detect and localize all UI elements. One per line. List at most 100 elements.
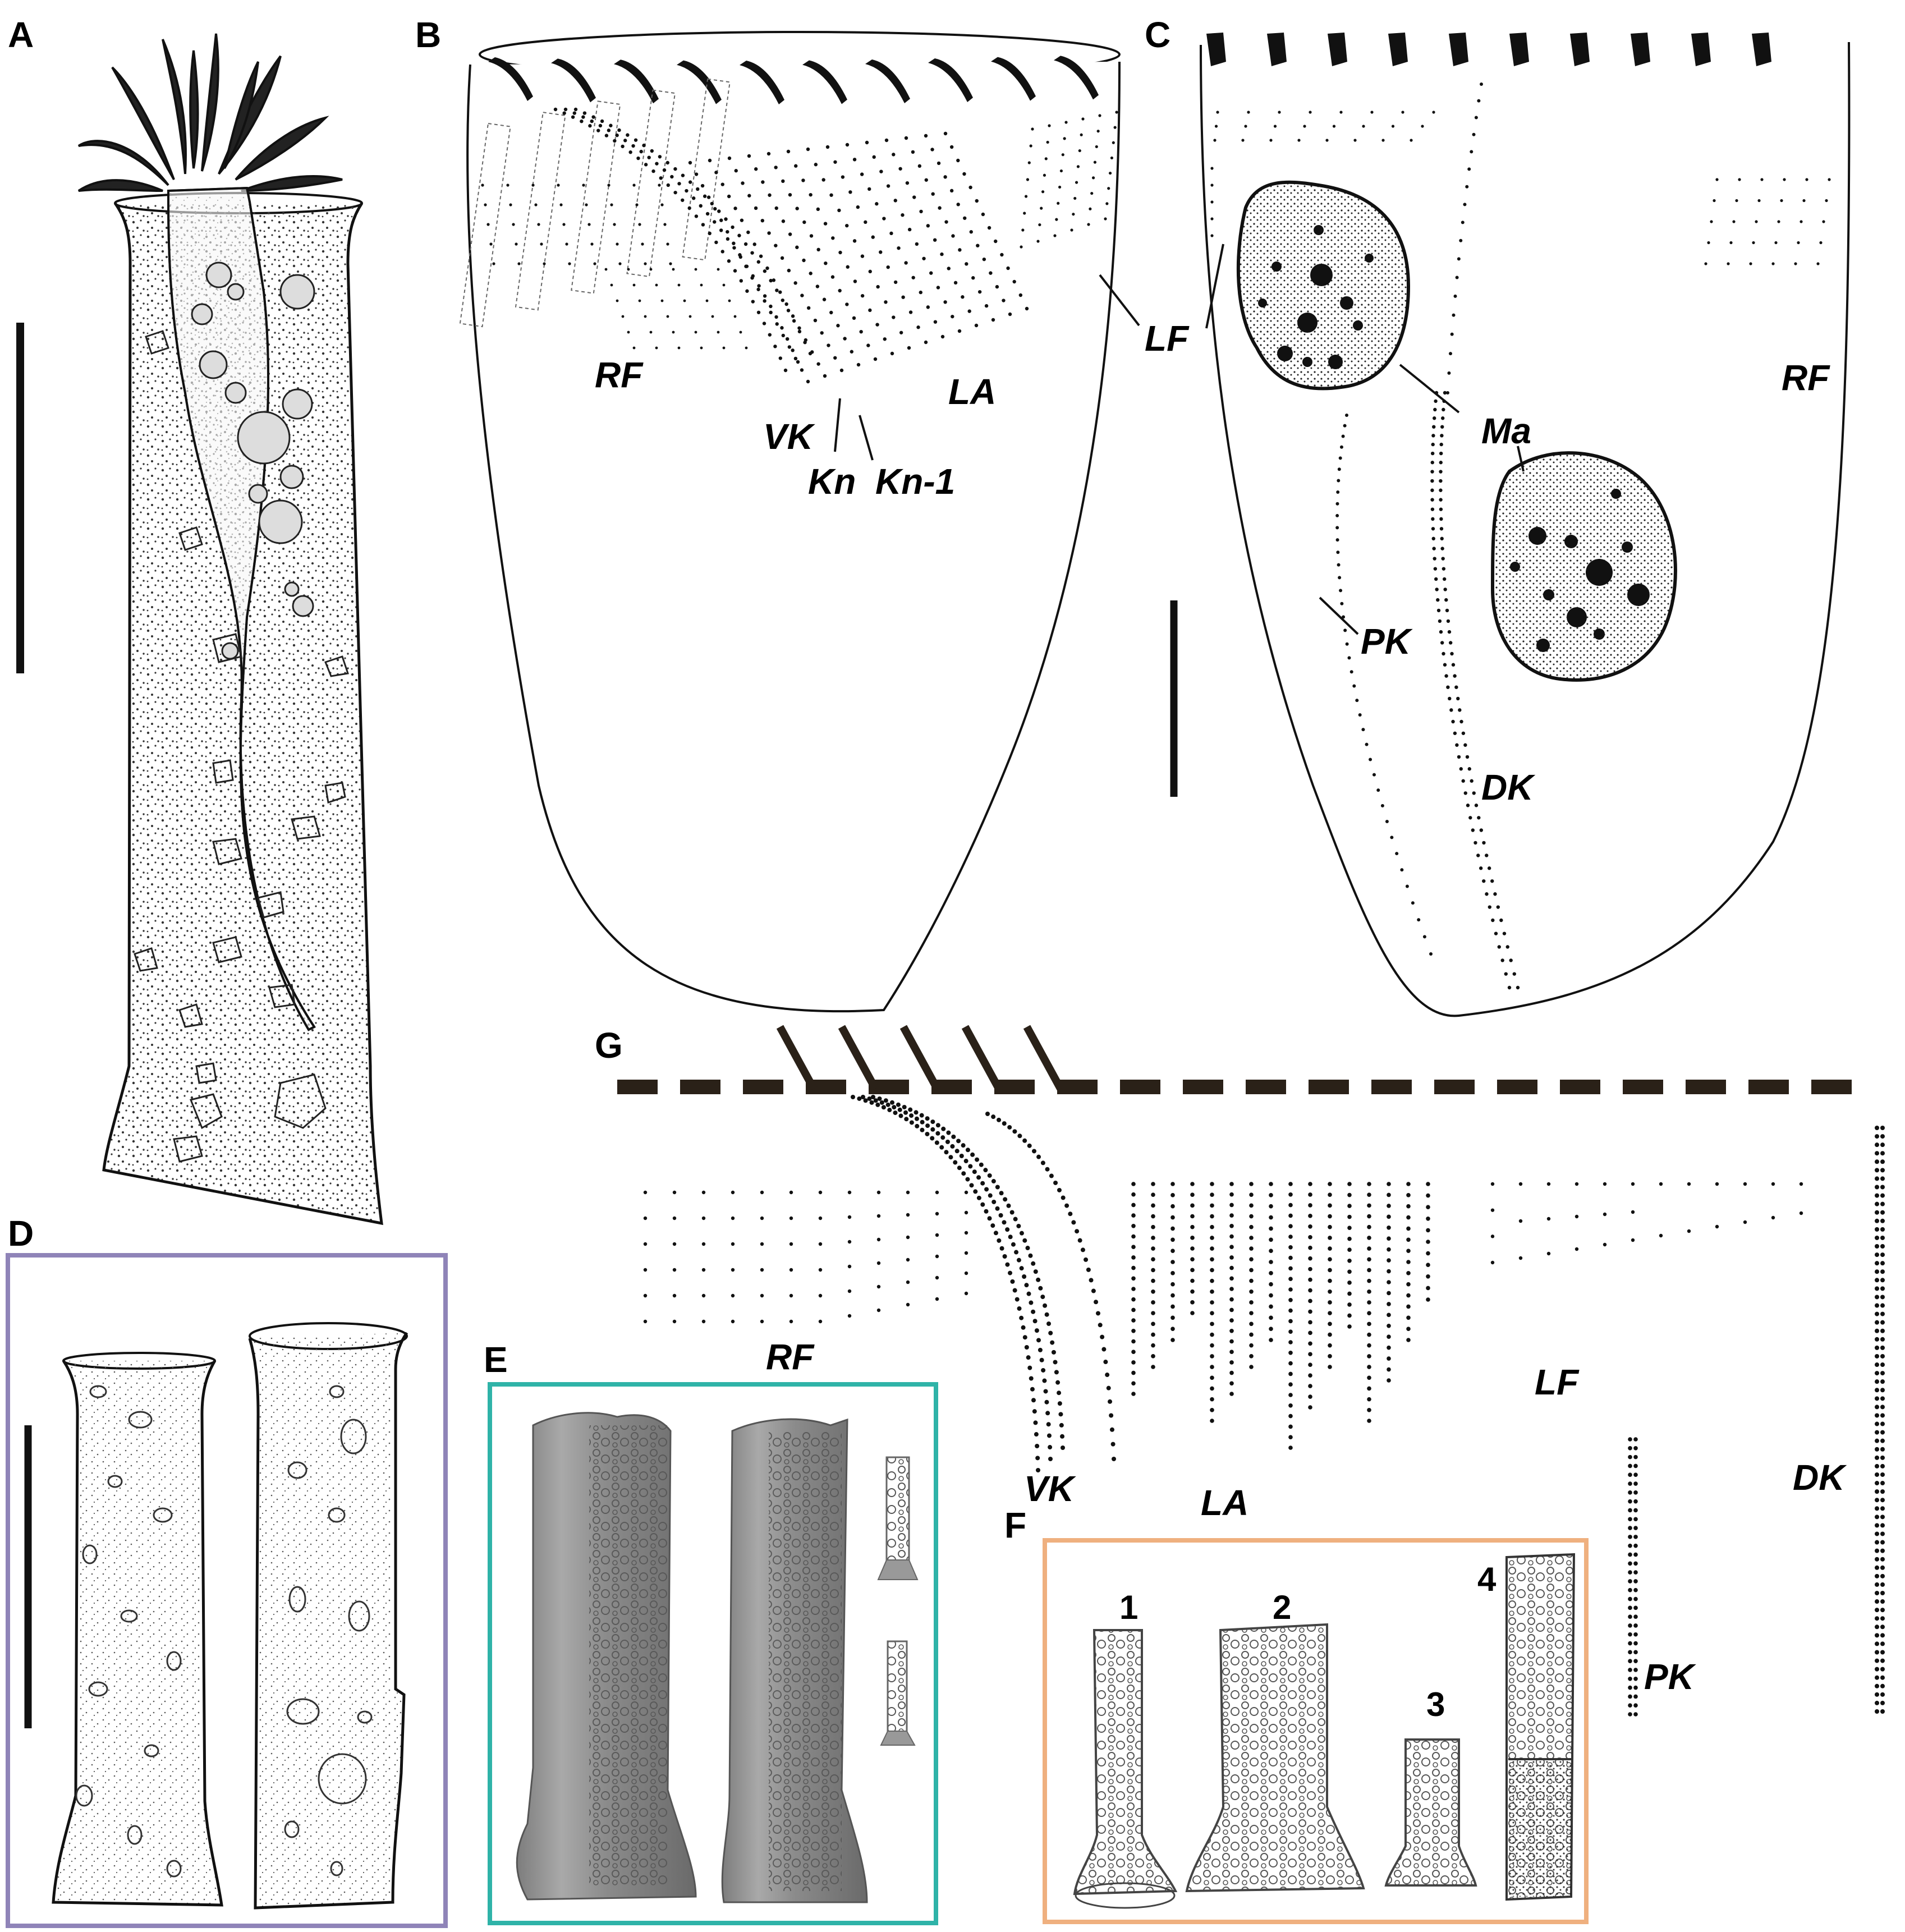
lorica-f2-number: 2 bbox=[1273, 1589, 1291, 1626]
panel-label-e: E bbox=[484, 1339, 508, 1380]
panel-label-c: C bbox=[1145, 15, 1170, 55]
frame-f bbox=[1043, 1538, 1589, 1924]
label-pk-c: PK bbox=[1361, 621, 1413, 662]
band-segment-g bbox=[1120, 1080, 1160, 1094]
band-segment-g bbox=[1057, 1080, 1098, 1094]
membranelle-c bbox=[1570, 33, 1590, 66]
lorica-photo-1 bbox=[516, 1412, 697, 1901]
paroral-membranelles-g bbox=[776, 1025, 1064, 1091]
panel-a: A bbox=[8, 15, 383, 1226]
macronucleus-1 bbox=[1236, 180, 1411, 391]
label-rf-c: RF bbox=[1782, 357, 1830, 398]
lorica-f1: 1 bbox=[1073, 1589, 1178, 1909]
label-rf-b: RF bbox=[595, 355, 644, 395]
membranelle-b bbox=[614, 59, 659, 104]
membranelle-c bbox=[1328, 33, 1347, 66]
membranelle-b bbox=[865, 59, 910, 104]
band-segment-g bbox=[1434, 1080, 1475, 1094]
membranelle-c bbox=[1206, 33, 1226, 66]
adoral-membranelles-b bbox=[459, 56, 1099, 328]
label-dk-c: DK bbox=[1481, 767, 1536, 807]
panel-label-g: G bbox=[595, 1025, 623, 1066]
lorica-f1-number: 1 bbox=[1119, 1589, 1138, 1626]
label-kn-b: Kn bbox=[808, 461, 856, 502]
adoral-membranelles-c bbox=[1206, 33, 1771, 66]
band-segment-g bbox=[743, 1080, 783, 1094]
lorica-particles-d bbox=[75, 1385, 373, 1878]
membranelle-b bbox=[928, 58, 973, 103]
membranelle-b bbox=[802, 60, 847, 104]
panel-b: B RF LA VK Kn Kn-1 LF bbox=[415, 15, 1190, 1013]
paroral-outline-b bbox=[459, 122, 511, 328]
membranelle-c bbox=[1691, 33, 1711, 66]
oral-cilia-crown bbox=[77, 33, 343, 192]
band-segment-g bbox=[1497, 1080, 1537, 1094]
frame-e bbox=[488, 1382, 938, 1925]
label-kn1-b: Kn-1 bbox=[875, 461, 955, 502]
paroral-outline-b bbox=[682, 78, 731, 261]
lorica-f4-number: 4 bbox=[1477, 1561, 1497, 1598]
membranelle-c bbox=[1388, 33, 1408, 66]
band-segment-g bbox=[1560, 1080, 1600, 1094]
label-la-b: LA bbox=[948, 371, 996, 412]
band-segment-g bbox=[1183, 1080, 1223, 1094]
band-segment-g bbox=[1811, 1080, 1852, 1094]
membranelle-b bbox=[991, 57, 1036, 101]
zooid-body-overlay bbox=[167, 186, 316, 1031]
membranelle-b bbox=[740, 60, 784, 104]
membranelle-c bbox=[1631, 33, 1650, 66]
lorica-photo-2 bbox=[721, 1418, 868, 1903]
band-segment-g bbox=[1686, 1080, 1726, 1094]
panel-e: E bbox=[484, 1339, 938, 1925]
membranelle-b bbox=[677, 60, 722, 104]
panel-label-f: F bbox=[1004, 1505, 1026, 1545]
pointer-lines-b bbox=[834, 274, 1140, 461]
band-segment-g bbox=[680, 1080, 720, 1094]
label-la-g: LA bbox=[1201, 1483, 1248, 1523]
lorica-f2: 2 bbox=[1185, 1589, 1365, 1893]
membranelle-b bbox=[551, 58, 596, 103]
pointer-lines-c bbox=[1205, 244, 1525, 635]
band-segment-g bbox=[1748, 1080, 1789, 1094]
membranelle-c bbox=[1752, 33, 1771, 66]
somatic-kineties-c bbox=[1210, 82, 1831, 990]
membranelle-g bbox=[838, 1025, 879, 1091]
lorica-f3: 3 bbox=[1384, 1686, 1477, 1887]
label-vk-b: VK bbox=[763, 416, 816, 457]
label-lf-b: LF bbox=[1145, 318, 1190, 359]
frame-d bbox=[6, 1253, 448, 1928]
cell-outline-b bbox=[466, 61, 1121, 1013]
label-ma-c: Ma bbox=[1481, 411, 1531, 451]
membranelle-g bbox=[776, 1025, 818, 1091]
panel-label-a: A bbox=[8, 15, 34, 55]
somatic-kineties-b bbox=[481, 107, 1118, 384]
adoral-zone-band-g bbox=[617, 1080, 1852, 1094]
label-pk-g: PK bbox=[1644, 1656, 1697, 1697]
lorica-f3-number: 3 bbox=[1426, 1686, 1445, 1723]
paroral-outline-b bbox=[571, 100, 621, 294]
panel-label-d: D bbox=[8, 1213, 34, 1254]
membranelle-b bbox=[1054, 56, 1099, 100]
panel-g: G RF LF VK LA DK PK bbox=[595, 1025, 1885, 1717]
label-vk-g: VK bbox=[1024, 1468, 1077, 1509]
panel-c: C RF Ma PK bbox=[1145, 15, 1851, 1017]
somatic-kineties-g bbox=[643, 1095, 1885, 1717]
lorica-photo-small-1 bbox=[877, 1456, 919, 1580]
lorica-f4: 4 bbox=[1477, 1553, 1576, 1901]
membranelle-b bbox=[488, 57, 533, 101]
membranelle-c bbox=[1267, 33, 1287, 66]
paroral-outline-b bbox=[626, 89, 676, 278]
paroral-outline-b bbox=[515, 112, 566, 311]
lorica-particles-a bbox=[134, 330, 349, 1163]
lorica-a bbox=[102, 202, 383, 1226]
panel-d: D bbox=[6, 1213, 448, 1928]
lorica-d1 bbox=[52, 1360, 223, 1907]
label-rf-g: RF bbox=[766, 1337, 815, 1377]
panel-label-b: B bbox=[415, 15, 441, 55]
macronucleus-2 bbox=[1490, 451, 1677, 682]
membranelle-c bbox=[1509, 33, 1529, 66]
label-dk-g: DK bbox=[1793, 1457, 1847, 1498]
food-vacuoles bbox=[191, 261, 315, 660]
band-segment-g bbox=[1623, 1080, 1663, 1094]
